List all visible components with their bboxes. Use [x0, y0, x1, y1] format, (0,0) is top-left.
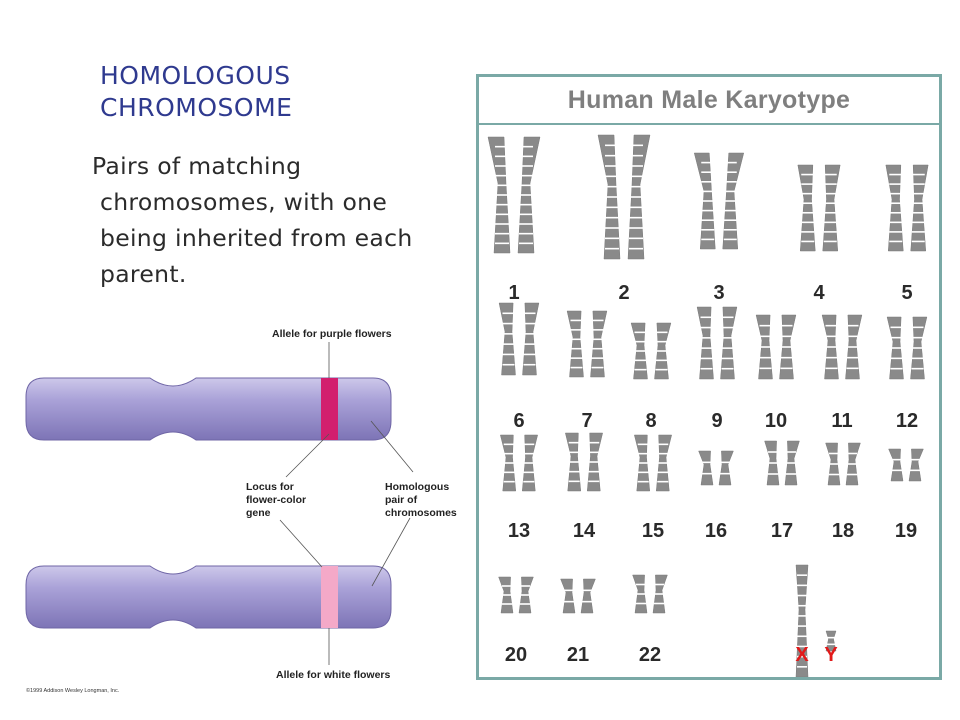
chromosome-label-1: 1	[508, 282, 519, 304]
chromosome-label-6: 6	[513, 410, 524, 432]
chromosome-20	[498, 576, 534, 614]
white-allele-label: Allele for white flowers	[276, 669, 391, 681]
chromosome-label-17: 17	[771, 520, 793, 542]
chromatid-5-1	[885, 164, 904, 252]
chromatid-9-2	[720, 306, 738, 380]
locus-label-line1: Locus for	[246, 481, 294, 493]
chromosome-17	[764, 440, 800, 486]
chromosome-label-3: 3	[713, 282, 724, 304]
chromatid-Y-1	[825, 630, 837, 652]
chromatid-9-1	[696, 306, 714, 380]
chromosome-19	[888, 448, 924, 482]
chromosome-label-5: 5	[901, 282, 912, 304]
chromosome-label-12: 12	[896, 410, 918, 432]
chromosome-5	[885, 164, 929, 252]
definition-text: Pairs of matching chromosomes, with one …	[92, 152, 413, 288]
chromosome-label-4: 4	[813, 282, 825, 304]
chromatid-X-1	[795, 564, 809, 677]
chromosome-label-X: X	[795, 644, 809, 666]
chromatid-6-1	[498, 302, 516, 376]
homologous-pair-diagram: Allele for purple flowers Locus for flow…	[25, 328, 457, 694]
homologous-label-line1: Homologous	[385, 481, 449, 493]
chromosome-9	[696, 306, 738, 380]
chromosome-label-16: 16	[705, 520, 727, 542]
chromosome-label-10: 10	[765, 410, 787, 432]
chromosome-label-21: 21	[567, 644, 589, 666]
chromosome-label-9: 9	[711, 410, 722, 432]
locus-label-line2: flower-color	[246, 494, 306, 506]
chromosome-label-15: 15	[642, 520, 664, 542]
chromosome-15	[634, 434, 672, 492]
white-allele-band	[321, 566, 338, 628]
slide-heading: HOMOLOGOUS CHROMOSOME	[100, 61, 293, 122]
chromosome-21	[560, 578, 596, 614]
chromosome-16	[698, 450, 734, 486]
chromosome-3	[693, 152, 745, 250]
chromosome-Y	[825, 630, 837, 652]
purple-allele-band	[321, 378, 338, 440]
chromosome-6	[498, 302, 540, 376]
chromosome-label-8: 8	[645, 410, 656, 432]
chromosome-13	[500, 434, 538, 492]
purple-allele-label: Allele for purple flowers	[272, 328, 392, 340]
chromosome-1	[487, 136, 541, 254]
chromatid-5-2	[910, 164, 929, 252]
chromatid-7-1	[566, 310, 584, 378]
chromatid-21-1	[560, 578, 576, 614]
chromosome-label-7: 7	[581, 410, 592, 432]
chromosome-label-2: 2	[618, 282, 629, 304]
chromatid-16-2	[718, 450, 734, 486]
chromosome-label-22: 22	[639, 644, 661, 666]
chromosome-label-Y: Y	[824, 644, 838, 666]
chromosome-label-19: 19	[895, 520, 917, 542]
chromatid-19-2	[908, 448, 924, 482]
chromosome-2	[597, 134, 651, 260]
top-chromosome	[25, 377, 392, 441]
karyotype-title-bar: Human Male Karyotype	[479, 77, 939, 125]
bottom-chromosome	[25, 565, 392, 629]
locus-label-line3: gene	[246, 507, 271, 519]
chromosome-label-18: 18	[832, 520, 854, 542]
chromatid-16-1	[698, 450, 714, 486]
chromosome-7	[566, 310, 608, 378]
chromatid-21-2	[580, 578, 596, 614]
chromosome-label-11: 11	[831, 410, 852, 432]
karyotype-title: Human Male Karyotype	[567, 85, 851, 114]
chromosome-11	[821, 314, 863, 380]
chromosome-8	[630, 322, 672, 380]
chromosome-12	[886, 316, 928, 380]
chromosome-label-20: 20	[505, 644, 527, 666]
chromatid-6-2	[522, 302, 540, 376]
chromosome-label-13: 13	[508, 520, 530, 542]
chromosome-10	[755, 314, 797, 380]
chromosome-14	[565, 432, 603, 492]
homologous-label-line2: pair of	[385, 494, 418, 506]
homologous-label-line3: chromosomes	[385, 507, 457, 519]
chromosome-X	[795, 564, 809, 677]
chromatid-4-1	[797, 164, 816, 252]
chromatid-7-2	[590, 310, 608, 378]
chromosome-label-14: 14	[573, 520, 596, 542]
copyright-text: ©1999 Addison Wesley Longman, Inc.	[26, 687, 120, 694]
chromatid-4-2	[822, 164, 841, 252]
chromosome-18	[825, 442, 861, 486]
chromatid-19-1	[888, 448, 904, 482]
chromosome-22	[632, 574, 668, 614]
chromosome-4	[797, 164, 841, 252]
